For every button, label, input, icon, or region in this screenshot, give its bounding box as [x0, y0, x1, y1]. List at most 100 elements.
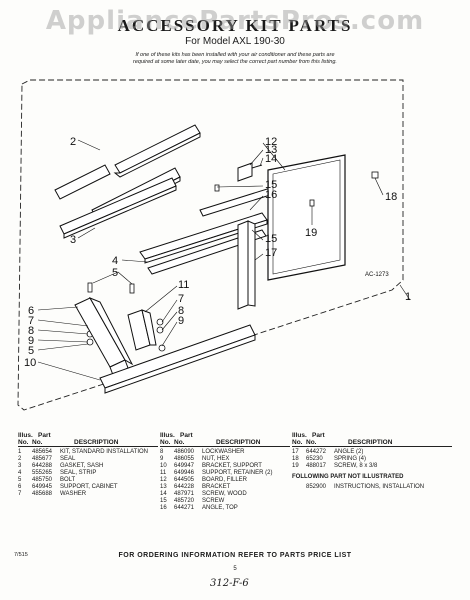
part-description: SCREW, WOOD — [202, 491, 247, 497]
callout-14: 14 — [265, 153, 277, 165]
illus-number: 2 — [18, 456, 22, 462]
part-description: SUPPORT, CABINET — [60, 484, 118, 490]
page-title: ACCESSORY KIT PARTS — [117, 16, 353, 35]
callout-2: 2 — [70, 136, 76, 148]
hdr-illus: Illus. — [160, 432, 175, 439]
part-number: 485750 — [32, 477, 53, 483]
illus-number: 15 — [160, 498, 167, 504]
part-number: 644228 — [174, 484, 195, 490]
callout-15b: 15 — [265, 233, 277, 245]
illus-number: 16 — [160, 505, 167, 511]
part-number: 644272 — [306, 449, 327, 455]
illus-number: 8 — [160, 449, 164, 455]
not-illustrated-label: FOLLOWING PART NOT ILLUSTRATED — [292, 474, 404, 480]
callout-8b: 8 — [178, 305, 184, 317]
seal-parts — [54, 124, 201, 239]
table-row: 3 644288 GASKET, SASH — [18, 463, 158, 470]
page-number: 5 — [233, 566, 237, 572]
illus-number: 7 — [18, 491, 22, 497]
callout-8: 8 — [28, 325, 34, 337]
callout-15: 15 — [265, 179, 277, 191]
callout-10: 10 — [24, 357, 36, 369]
callout-7b: 7 — [178, 293, 184, 305]
part-description: GASKET, SASH — [60, 463, 104, 469]
retainer-support — [127, 309, 157, 351]
support-bracket — [99, 324, 256, 394]
callout-3: 3 — [70, 234, 76, 246]
illus-number: 12 — [160, 477, 167, 483]
model-subtitle: For Model AXL 190-30 — [185, 36, 285, 47]
callout-12: 12 — [265, 136, 277, 148]
part-number: 644505 — [174, 477, 195, 483]
hdr-illus: Illus. — [292, 432, 307, 439]
intro-note-line-2: required at some later date, you may sel… — [133, 59, 337, 65]
hdr-description: DESCRIPTION — [216, 439, 261, 446]
part-number: 487971 — [174, 491, 195, 497]
cabinet-support — [74, 297, 134, 376]
illus-number: 13 — [160, 484, 167, 490]
illus-number: 18 — [292, 456, 299, 462]
callout-7: 7 — [28, 315, 34, 327]
part-number: 485720 — [174, 498, 195, 504]
filler-board — [267, 154, 346, 281]
hdr-part: Part — [312, 432, 325, 439]
part-number: 488017 — [306, 463, 327, 469]
not-illustrated-desc: INSTRUCTIONS, INSTALLATION — [334, 484, 425, 490]
hdr-description: DESCRIPTION — [74, 439, 119, 446]
illus-number: 14 — [160, 491, 167, 497]
table-row: 13 644228 BRACKET — [160, 484, 290, 491]
part-number: 644288 — [32, 463, 53, 469]
hdr-part: Part — [38, 432, 51, 439]
hdr-no2: No. — [174, 439, 185, 446]
callout-9b: 9 — [178, 315, 184, 327]
part-number: 649945 — [32, 484, 53, 490]
intro-note-line-1: If one of these kits has been installed … — [135, 52, 335, 58]
diagram-code: AC-1273 — [365, 272, 389, 278]
hdr-part: Part — [180, 432, 193, 439]
part-description: KIT, STANDARD INSTALLATION — [60, 449, 149, 455]
date-code: 7/515 — [14, 552, 28, 558]
part-number: 649947 — [174, 463, 195, 469]
callout-17: 17 — [265, 247, 277, 259]
hdr-description: DESCRIPTION — [348, 439, 393, 446]
handwritten-note: 312-F-6 — [210, 578, 249, 589]
part-number: 649946 — [174, 470, 195, 476]
part-description: SEAL — [60, 456, 76, 462]
part-number: 486055 — [174, 456, 195, 462]
part-description: SCREW — [202, 498, 225, 504]
part-description: SEAL, STRIP — [60, 470, 97, 476]
table-row: 14 487971 SCREW, WOOD — [160, 491, 290, 498]
hdr-no: No. — [292, 439, 303, 446]
part-number: 65230 — [306, 456, 323, 462]
not-illustrated-row: 852900 INSTRUCTIONS, INSTALLATION — [292, 484, 452, 491]
illus-number: 19 — [292, 463, 299, 469]
callout-6: 6 — [28, 305, 34, 317]
part-description: BOLT — [60, 477, 76, 483]
bracket — [237, 162, 263, 182]
illus-number: 17 — [292, 449, 299, 455]
watermark: AppliancePartsPros.com — [45, 6, 425, 36]
illus-number: 11 — [160, 470, 167, 476]
part-number: 486090 — [174, 449, 195, 455]
part-description: BRACKET, SUPPORT — [202, 463, 262, 469]
table-row: 15 485720 SCREW — [160, 498, 290, 505]
hdr-no: No. — [160, 439, 171, 446]
part-description: BRACKET — [202, 484, 231, 490]
callout-18: 18 — [385, 191, 397, 203]
illus-number: 3 — [18, 463, 22, 469]
not-illustrated-part: 852900 — [306, 484, 327, 490]
